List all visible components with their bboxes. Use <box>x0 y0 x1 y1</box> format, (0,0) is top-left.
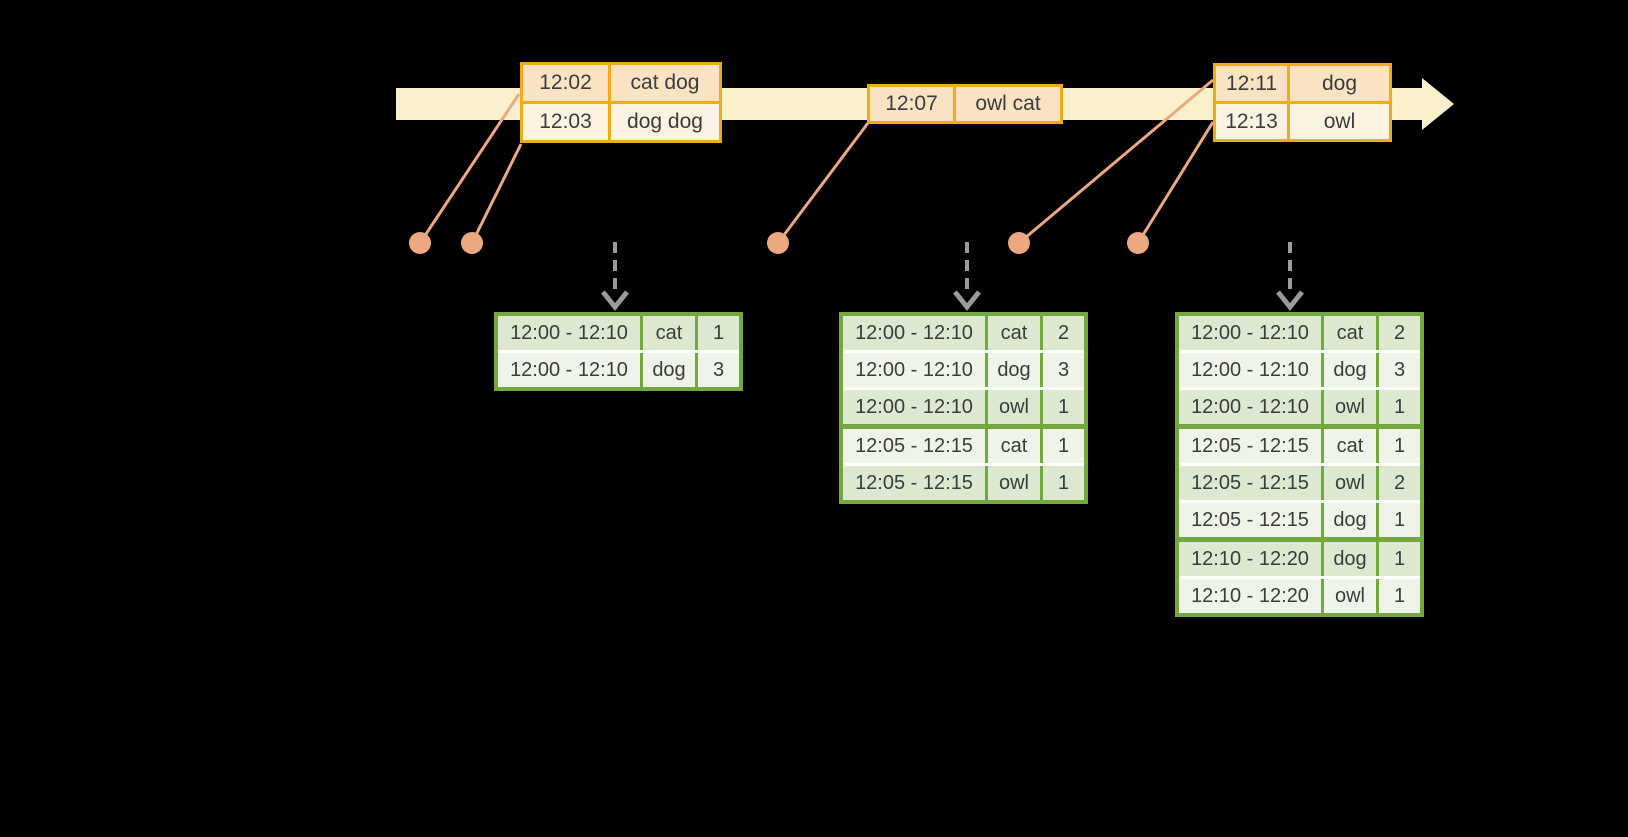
event-dot-icon <box>767 232 789 254</box>
event-words-cell: owl cat <box>956 87 1060 121</box>
window-cell: 12:00 - 12:10 <box>843 390 988 424</box>
count-cell: 1 <box>1379 542 1420 576</box>
count-cell: 1 <box>1043 466 1084 500</box>
event-time-cell: 12:11 <box>1216 66 1290 101</box>
event-dot-icon <box>1008 232 1030 254</box>
event-words-cell: owl <box>1290 104 1389 139</box>
word-cell: owl <box>1324 579 1379 613</box>
word-cell: owl <box>988 390 1043 424</box>
event-words-cell: dog dog <box>611 104 719 140</box>
count-cell: 2 <box>1043 316 1084 350</box>
connector-line <box>1136 121 1215 244</box>
event-time-cell: 12:07 <box>870 87 956 121</box>
window-cell: 12:05 - 12:15 <box>843 466 988 500</box>
event-time-cell: 12:02 <box>523 65 611 101</box>
window-cell: 12:00 - 12:10 <box>843 353 988 387</box>
window-cell: 12:05 - 12:15 <box>1179 429 1324 463</box>
word-cell: dog <box>1324 503 1379 537</box>
window-cell: 12:00 - 12:10 <box>843 316 988 350</box>
window-cell: 12:05 - 12:15 <box>843 429 988 463</box>
connector-line <box>1018 78 1214 245</box>
window-cell: 12:00 - 12:10 <box>498 316 643 350</box>
word-cell: owl <box>988 466 1043 500</box>
word-cell: owl <box>1324 390 1379 424</box>
event-dot-icon <box>461 232 483 254</box>
count-cell: 1 <box>1379 390 1420 424</box>
trigger-arrow-icon <box>953 242 981 312</box>
connector-line <box>418 93 521 244</box>
word-cell: dog <box>1324 353 1379 387</box>
count-cell: 2 <box>1379 316 1420 350</box>
word-cell: cat <box>1324 429 1379 463</box>
window-cell: 12:05 - 12:15 <box>1179 503 1324 537</box>
trigger-arrow-icon <box>1276 242 1304 312</box>
word-cell: cat <box>988 316 1043 350</box>
window-cell: 12:05 - 12:15 <box>1179 466 1324 500</box>
window-cell: 12:00 - 12:10 <box>1179 353 1324 387</box>
window-cell: 12:00 - 12:10 <box>1179 390 1324 424</box>
word-cell: cat <box>1324 316 1379 350</box>
word-cell: owl <box>1324 466 1379 500</box>
word-cell: cat <box>643 316 698 350</box>
count-cell: 1 <box>1043 429 1084 463</box>
word-cell: dog <box>988 353 1043 387</box>
window-cell: 12:10 - 12:20 <box>1179 542 1324 576</box>
count-cell: 2 <box>1379 466 1420 500</box>
trigger-arrow-icon <box>601 242 629 312</box>
count-cell: 1 <box>698 316 739 350</box>
window-cell: 12:10 - 12:20 <box>1179 579 1324 613</box>
count-cell: 1 <box>1379 429 1420 463</box>
connector-line <box>470 143 523 244</box>
event-words-cell: dog <box>1290 66 1389 101</box>
connector-line <box>776 122 870 244</box>
count-cell: 3 <box>1379 353 1420 387</box>
count-cell: 1 <box>1379 579 1420 613</box>
event-dot-icon <box>409 232 431 254</box>
count-cell: 1 <box>1043 390 1084 424</box>
event-time-cell: 12:03 <box>523 104 611 140</box>
count-cell: 1 <box>1379 503 1420 537</box>
event-words-cell: cat dog <box>611 65 719 101</box>
window-cell: 12:00 - 12:10 <box>498 353 643 387</box>
count-cell: 3 <box>1043 353 1084 387</box>
word-cell: dog <box>1324 542 1379 576</box>
event-time-cell: 12:13 <box>1216 104 1290 139</box>
count-cell: 3 <box>698 353 739 387</box>
window-cell: 12:00 - 12:10 <box>1179 316 1324 350</box>
word-cell: dog <box>643 353 698 387</box>
timeline-arrowhead-icon <box>1422 78 1454 130</box>
event-dot-icon <box>1127 232 1149 254</box>
word-cell: cat <box>988 429 1043 463</box>
